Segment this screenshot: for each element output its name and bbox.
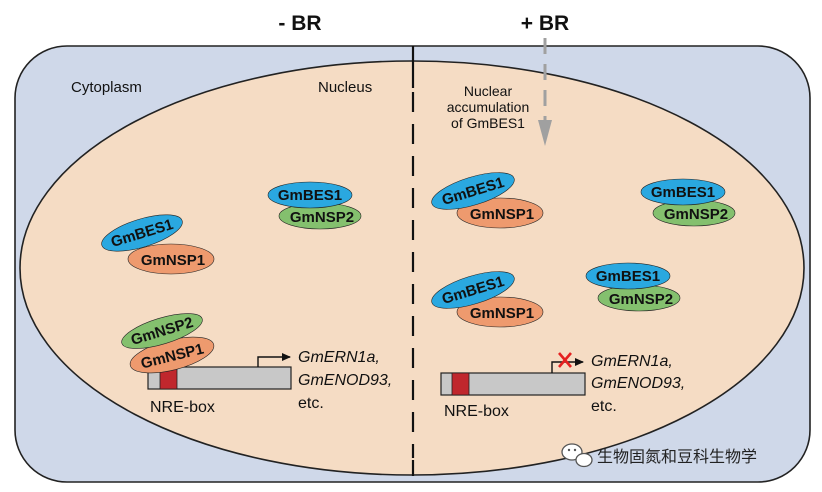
wechat-icon [561, 443, 593, 468]
gmnsp1-shape [127, 243, 215, 275]
gmnsp1-label: GmNSP1 [141, 252, 205, 269]
promoter-bar [147, 366, 292, 390]
annotation-line-3: of GmBES1 [451, 115, 525, 131]
gmnsp2-label: GmNSP2 [664, 206, 728, 223]
watermark-text: 生物固氮和豆科生物学 [597, 447, 757, 466]
complex-bes1-nsp2-right-mid: GmBES1 GmNSP2 [585, 262, 681, 312]
target-gene-1: GmERN1a, [591, 353, 673, 370]
complex-bes1-nsp2-right-top: GmBES1 GmNSP2 [640, 178, 736, 227]
block-x-icon [558, 352, 572, 368]
watermark: 生物固氮和豆科生物学 [561, 443, 757, 468]
cytoplasm-label: Cytoplasm [71, 79, 142, 96]
target-gene-3: etc. [591, 398, 617, 415]
nre-box-label: NRE-box [150, 399, 215, 416]
promoter-bar [440, 372, 586, 396]
gmbes1-label: GmBES1 [278, 187, 342, 204]
blocked-transcription-arrow [551, 358, 584, 373]
gmbes1-shape [640, 178, 726, 206]
gmnsp2-shape [121, 313, 203, 349]
gmnsp2-label: GmNSP2 [609, 291, 673, 308]
gmnsp1-label: GmNSP1 [470, 305, 534, 322]
gmnsp1-shape [456, 296, 544, 328]
target-gene-1: GmERN1a, [298, 349, 380, 366]
target-gene-2: GmENOD93, [591, 375, 685, 392]
gmnsp1-shape [456, 197, 544, 229]
gmbes1-shape [585, 262, 671, 290]
br-arrowhead [538, 120, 552, 146]
minus-br-label: - BR [278, 12, 321, 35]
target-gene-3: etc. [298, 395, 324, 412]
nre-box-label: NRE-box [444, 403, 509, 420]
target-gene-2: GmENOD93, [298, 372, 392, 389]
nre-box-element [451, 372, 470, 396]
complex-bes1-nsp2-left: GmBES1 GmNSP2 [267, 181, 362, 230]
gmnsp1-label: GmNSP1 [470, 206, 534, 223]
plus-br-label: + BR [521, 12, 569, 35]
annotation-line-1: Nuclear [464, 83, 513, 99]
gmbes1-shape [101, 214, 183, 252]
gmbes1-shape [267, 181, 353, 209]
annotation-line-2: accumulation [447, 99, 530, 115]
gmbes1-shape [431, 271, 515, 309]
gmbes1-label: GmBES1 [596, 268, 660, 285]
gmbes1-shape [431, 172, 515, 210]
complex-bes1-nsp1-right-top: GmBES1 GmNSP1 [431, 172, 544, 229]
gmbes1-label: GmBES1 [651, 184, 715, 201]
gmnsp2-label: GmNSP2 [290, 209, 354, 226]
complex-bes1-nsp1-right-mid: GmBES1 GmNSP1 [431, 271, 544, 328]
transcription-arrow [257, 353, 291, 367]
nucleus-label: Nucleus [318, 79, 372, 96]
promoter-right: NRE-box GmERN1a, GmENOD93, etc. [440, 352, 685, 420]
promoter-left: NRE-box GmERN1a, GmENOD93, etc. [147, 349, 392, 416]
